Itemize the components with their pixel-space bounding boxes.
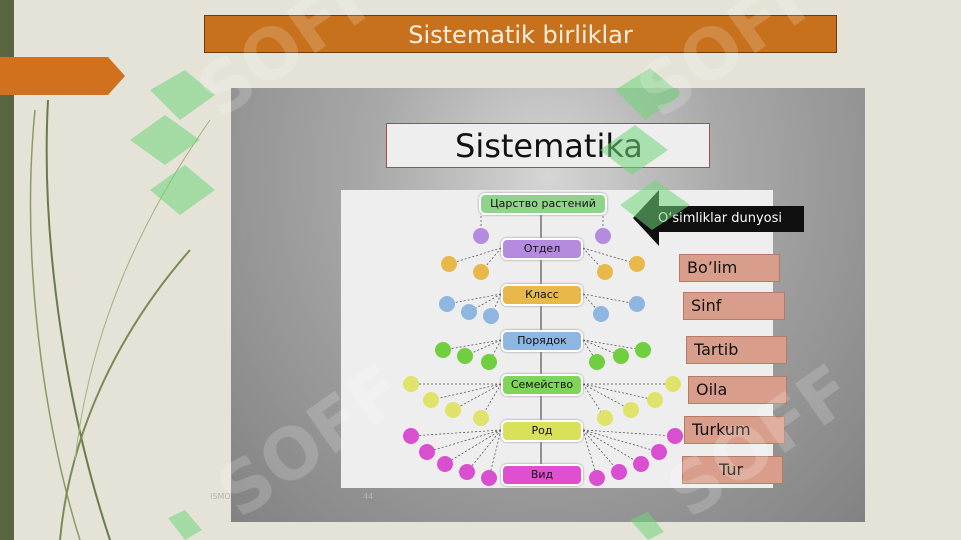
rank-class: Класс <box>501 284 583 306</box>
rank-kingdom: Царство растений <box>479 193 607 215</box>
callout-arrow-icon <box>633 190 804 246</box>
orange-arrow-icon <box>0 57 125 95</box>
page-number: 44 <box>363 492 374 501</box>
sidebar-stripe <box>0 0 14 540</box>
footer-text: ISMO <box>210 492 231 501</box>
label-sinf: Sinf <box>683 292 785 320</box>
rank-family: Семейство <box>501 374 583 396</box>
leaf-decoration-icon <box>29 99 211 540</box>
rank-species: Вид <box>501 464 583 486</box>
rank-order: Порядок <box>501 330 583 352</box>
label-turkum: Turkum <box>684 416 785 444</box>
rank-division: Отдел <box>501 238 583 260</box>
callout-label: O‘simliklar dunyosi <box>658 211 782 226</box>
slide-title: Sistematik birliklar <box>204 15 837 53</box>
label-oila: Oila <box>688 376 787 404</box>
label-tur: Tur <box>682 456 783 484</box>
panel-heading: Sistematika <box>386 123 710 168</box>
label-bolim: Bo’lim <box>679 254 780 282</box>
rank-genus: Род <box>501 420 583 442</box>
label-tartib: Tartib <box>686 336 787 364</box>
